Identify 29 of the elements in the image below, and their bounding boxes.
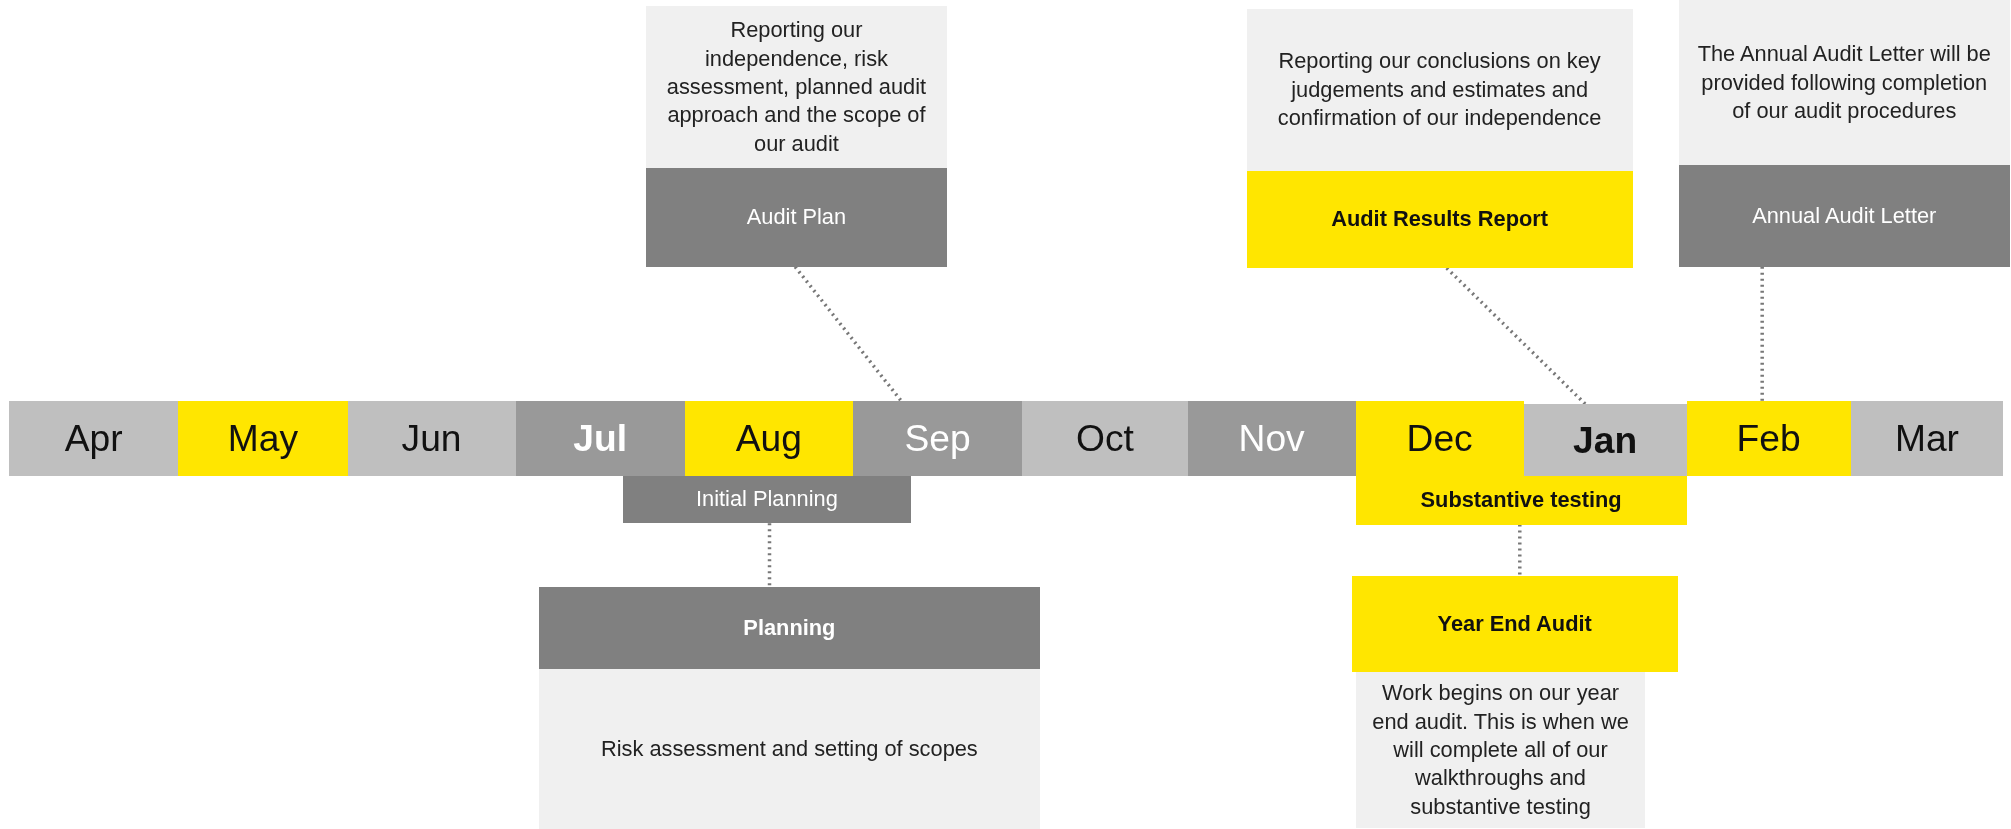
dotted-connector xyxy=(767,523,772,588)
milestone-box: Year End Audit xyxy=(1351,575,1678,673)
description-panel: Reporting our independence, risk assessment, planned audit approach and the scope of our audit xyxy=(646,6,947,168)
milestone-box: Annual Audit Letter xyxy=(1678,165,2010,267)
dotted-connector xyxy=(1760,266,1764,402)
phase-bar: Substantive testing xyxy=(1355,475,1687,525)
month-block: Jul xyxy=(515,401,685,476)
description-panel: Work begins on our year end audit. This is when we will complete all of our walkthroughs and substantive testing xyxy=(1355,672,1646,829)
dotted-connector xyxy=(793,265,903,403)
milestone-box: Audit Results Report xyxy=(1246,170,1633,269)
dotted-connector xyxy=(1445,266,1587,406)
month-block: Apr xyxy=(8,401,179,476)
phase-bar: Initial Planning xyxy=(623,475,911,524)
month-block: Feb xyxy=(1686,401,1851,476)
month-block: Jun xyxy=(347,401,516,476)
month-block: Mar xyxy=(1850,401,2004,476)
milestone-box: Planning xyxy=(538,587,1041,670)
month-block: May xyxy=(178,401,348,476)
milestone-box: Audit Plan xyxy=(646,168,947,267)
month-block: Oct xyxy=(1022,401,1188,476)
description-panel: The Annual Audit Letter will be provided following completion of our audit procedures xyxy=(1678,0,2010,166)
month-block: Dec xyxy=(1355,401,1524,476)
month-block: Aug xyxy=(684,401,853,476)
month-block: Jan xyxy=(1523,404,1687,476)
description-panel: Risk assessment and setting of scopes xyxy=(538,669,1041,829)
month-block: Sep xyxy=(852,401,1023,476)
month-block: Nov xyxy=(1187,401,1356,476)
dotted-connector xyxy=(1518,524,1522,576)
description-panel: Reporting our conclusions on key judgements and estimates and confirmation of our independence xyxy=(1246,8,1633,171)
